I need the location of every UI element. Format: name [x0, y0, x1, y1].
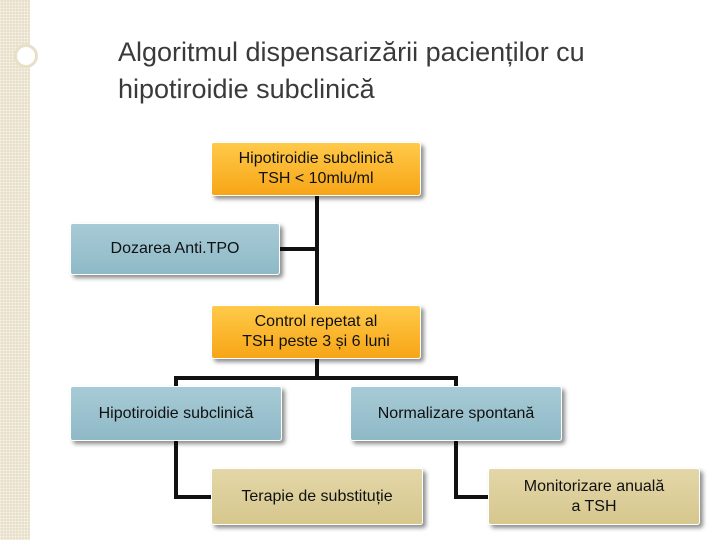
node-normal-label: Normalizare spontană	[377, 404, 535, 422]
node-subclinical-hypothyroidism: Hipotiroidie subclinică	[70, 386, 282, 441]
decorative-left-strip	[0, 0, 30, 540]
slide-title-line2: hipotiroidie subclinică	[118, 74, 375, 104]
node-monitor-line2: a TSH	[571, 497, 617, 515]
node-antitpo-label: Dozarea Anti.TPO	[110, 240, 240, 257]
node-start-line2: TSH < 10mlu/ml	[258, 170, 374, 187]
slide-title: Algoritmul dispensarizării pacienților c…	[118, 34, 698, 108]
node-antitpo-dosage: Dozarea Anti.TPO	[70, 223, 280, 275]
slide-title-line1: Algoritmul dispensarizării pacienților c…	[118, 37, 585, 67]
node-start-line1: Hipotiroidie subclinică	[238, 150, 394, 167]
node-annual-tsh-monitoring: Monitorizare anuală a TSH	[488, 468, 700, 525]
decorative-circle	[14, 44, 38, 68]
node-subclinical-label: Hipotiroidie subclinică	[98, 404, 254, 422]
node-therapy-label: Terapie de substituție	[241, 487, 393, 505]
node-control-line1: Control repetat al	[254, 313, 378, 330]
node-repeat-tsh-control: Control repetat al TSH peste 3 și 6 luni	[211, 305, 421, 359]
node-spontaneous-normalization: Normalizare spontană	[350, 386, 562, 441]
node-subclinical-hypothyroidism-start: Hipotiroidie subclinică TSH < 10mlu/ml	[211, 142, 421, 196]
node-substitution-therapy: Terapie de substituție	[211, 468, 423, 525]
node-control-line2: TSH peste 3 și 6 luni	[242, 333, 390, 350]
node-monitor-line1: Monitorizare anuală	[523, 477, 665, 495]
